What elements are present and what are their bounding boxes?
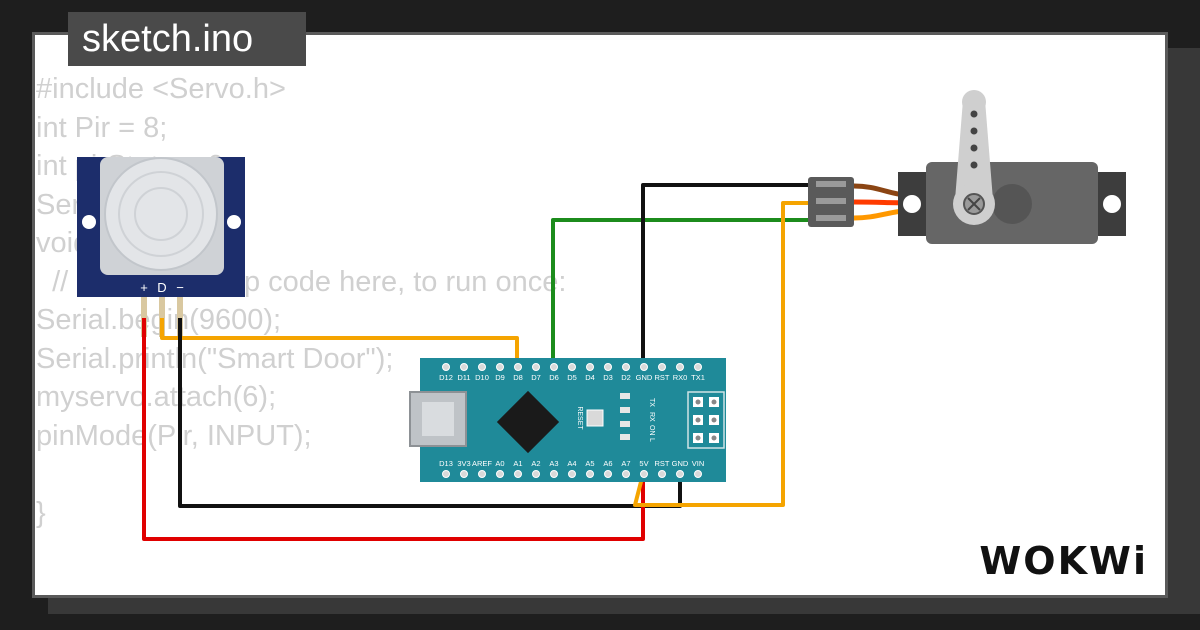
led-label-l: L	[648, 438, 655, 442]
nano-top-pin[interactable]	[514, 363, 522, 371]
icsp-pin-hole	[711, 435, 717, 441]
nano-top-pin-label: D10	[475, 373, 489, 382]
pir-pin-plus: +	[140, 280, 148, 295]
nano-bottom-pin[interactable]	[676, 470, 684, 478]
nano-top-pin-label: RX0	[673, 373, 688, 382]
code-line: }	[36, 496, 46, 529]
icsp-pin-hole	[711, 399, 717, 405]
nano-bottom-pin[interactable]	[640, 470, 648, 478]
nano-top-pin-label: D8	[513, 373, 523, 382]
nano-bottom-pin-label: A1	[513, 459, 522, 468]
nano-top-pin-label: D6	[549, 373, 559, 382]
nano-top-pin[interactable]	[640, 363, 648, 371]
pir-sensor[interactable]: + D −	[77, 157, 245, 337]
wire-gnd-to-servo	[641, 183, 810, 365]
nano-top-pin[interactable]	[550, 363, 558, 371]
nano-top-pin[interactable]	[532, 363, 540, 371]
wire-d6-to-servo-signal	[551, 218, 810, 365]
file-tab[interactable]: sketch.ino	[68, 12, 306, 66]
nano-bottom-pin[interactable]	[568, 470, 576, 478]
nano-bottom-pin-label: A4	[567, 459, 576, 468]
wire-pir-d-to-d8	[160, 318, 519, 365]
nano-top-pin-label: D9	[495, 373, 505, 382]
nano-top-pin-label: RST	[655, 373, 670, 382]
nano-bottom-pin[interactable]	[694, 470, 702, 478]
led-label-tx: TX	[648, 398, 655, 407]
nano-top-pin[interactable]	[622, 363, 630, 371]
wokwi-logo: WOKWi	[979, 539, 1148, 583]
code-line: myservo.attach(6);	[36, 381, 277, 413]
led-label-rx: RX	[648, 412, 655, 422]
nano-bottom-pin[interactable]	[532, 470, 540, 478]
wire-pir-gnd-to-gnd	[178, 318, 682, 508]
icsp-pin-hole	[695, 435, 701, 441]
nano-top-pin[interactable]	[496, 363, 504, 371]
reset-label: RESET	[576, 406, 583, 430]
wires	[142, 183, 810, 541]
wire-5v-to-servo	[633, 201, 810, 507]
nano-top-pin-label: D5	[567, 373, 577, 382]
nano-top-pin-label: D3	[603, 373, 613, 382]
code-line: #include <Servo.h>	[36, 73, 286, 105]
led-label-on: ON	[648, 425, 655, 436]
nano-bottom-pin[interactable]	[658, 470, 666, 478]
nano-bottom-pin-label: A0	[495, 459, 504, 468]
nano-top-pin[interactable]	[478, 363, 486, 371]
nano-top-pin[interactable]	[460, 363, 468, 371]
nano-top-pin[interactable]	[676, 363, 684, 371]
nano-bottom-pin[interactable]	[478, 470, 486, 478]
nano-top-pin[interactable]	[658, 363, 666, 371]
nano-top-pin[interactable]	[568, 363, 576, 371]
nano-bottom-pin-label: A5	[585, 459, 594, 468]
nano-bottom-pin-label: A7	[621, 459, 630, 468]
nano-top-pin-label: D11	[457, 373, 470, 382]
nano-bottom-pin-label: A2	[531, 459, 540, 468]
nano-top-pin-label: TX1	[691, 373, 705, 382]
icsp-pin-hole	[695, 399, 701, 405]
nano-bottom-pin-label: VIN	[692, 459, 705, 468]
nano-top-pin-label: D7	[531, 373, 541, 382]
nano-top-pin-label: D2	[621, 373, 631, 382]
code-line: Serial.begin(9600);	[36, 304, 282, 336]
nano-bottom-pin-label: D13	[439, 459, 453, 468]
nano-bottom-pin-label: A3	[549, 459, 558, 468]
nano-bottom-pin-label: 5V	[639, 459, 648, 468]
code-line: Serial.println("Smart Door");	[36, 342, 394, 375]
nano-bottom-pin[interactable]	[496, 470, 504, 478]
pir-pin-minus: −	[176, 280, 184, 295]
nano-top-pin[interactable]	[604, 363, 612, 371]
icsp-pin-hole	[711, 417, 717, 423]
nano-bottom-pin-label: 3V3	[457, 459, 470, 468]
nano-bottom-pin[interactable]	[604, 470, 612, 478]
nano-top-pin[interactable]	[586, 363, 594, 371]
nano-top-pin[interactable]	[442, 363, 450, 371]
servo-motor[interactable]	[808, 90, 1126, 244]
nano-bottom-pin-label: A6	[603, 459, 612, 468]
nano-bottom-pin[interactable]	[442, 470, 450, 478]
nano-top-pin-label: GND	[636, 373, 653, 382]
nano-bottom-pin[interactable]	[586, 470, 594, 478]
icsp-pin-hole	[695, 417, 701, 423]
nano-bottom-pin[interactable]	[514, 470, 522, 478]
nano-bottom-pin-label: GND	[672, 459, 689, 468]
nano-bottom-pin[interactable]	[622, 470, 630, 478]
code-line: int Pir = 8;	[36, 111, 168, 144]
nano-top-pin-label: D12	[439, 373, 453, 382]
pir-pin-d: D	[157, 280, 166, 295]
nano-top-pin[interactable]	[694, 363, 702, 371]
code-line: pinMode(Pir, INPUT);	[36, 419, 312, 452]
nano-bottom-pin-label: RST	[655, 459, 670, 468]
nano-bottom-pin-label: AREF	[472, 459, 492, 468]
nano-bottom-pin[interactable]	[460, 470, 468, 478]
nano-top-pin-label: D4	[585, 373, 595, 382]
nano-bottom-pin[interactable]	[550, 470, 558, 478]
